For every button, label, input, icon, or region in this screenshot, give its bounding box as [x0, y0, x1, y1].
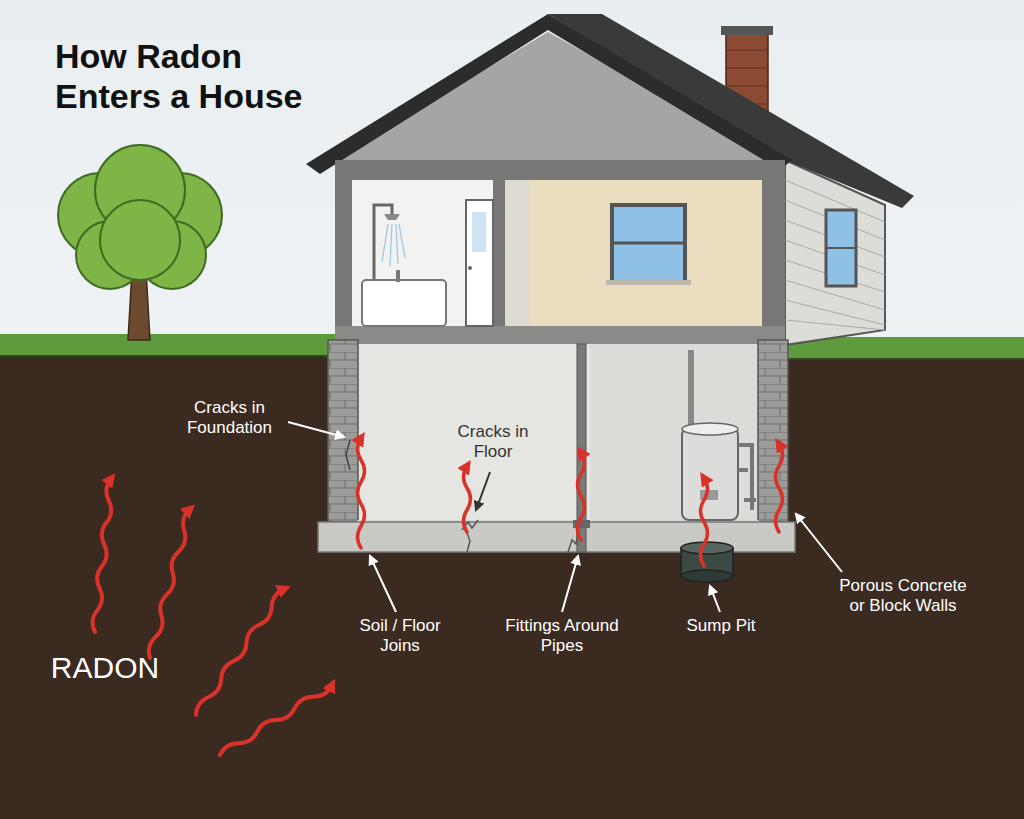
- callout-label: Soil / Floor Joins: [350, 616, 450, 657]
- callout-label: Porous Concrete or Block Walls: [832, 576, 974, 617]
- callout-label: Cracks in Foundation: [172, 398, 287, 439]
- callout-label: Cracks in Floor: [448, 422, 538, 463]
- diagram-title: How Radon Enters a House: [55, 36, 325, 116]
- callout-label: Sump Pit: [676, 616, 766, 636]
- gas-label: RADON: [40, 650, 170, 686]
- callout-label: Fittings Around Pipes: [482, 616, 642, 657]
